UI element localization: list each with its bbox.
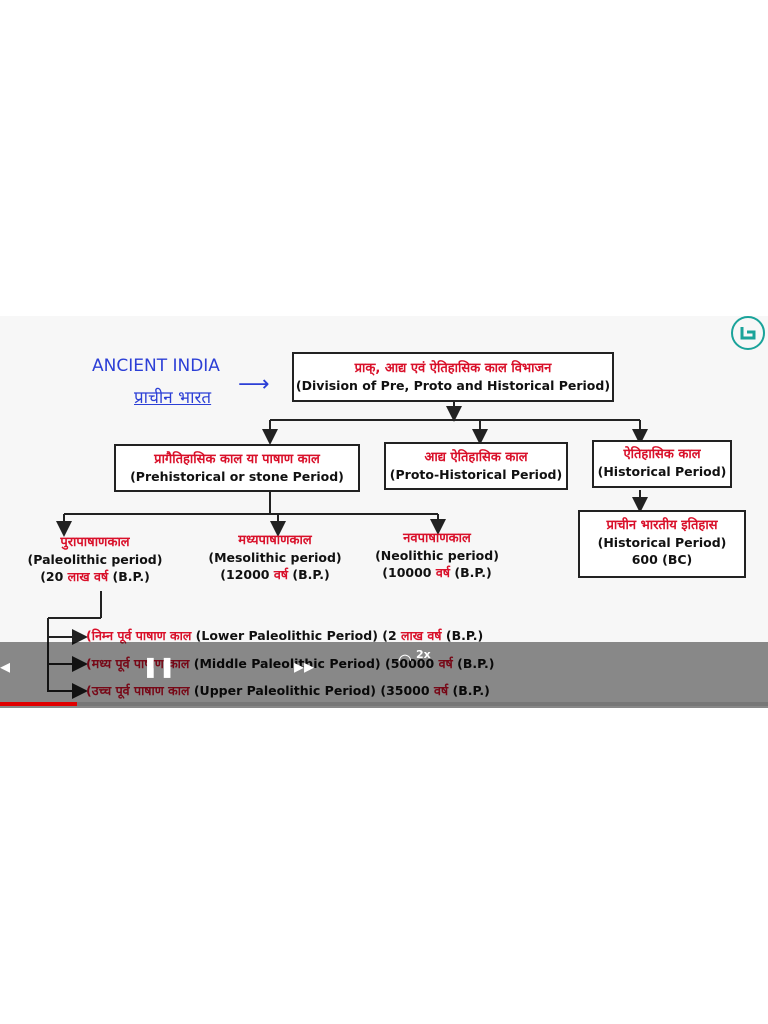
neolithic-english: (Neolithic period)	[375, 548, 499, 563]
mesolithic-date: (12000 वर्ष (B.P.)	[220, 567, 330, 582]
paleolithic-date: (20 लाख वर्ष (B.P.)	[40, 569, 150, 584]
handwritten-title-hindi: प्राचीन भारत	[134, 388, 212, 408]
paleolithic-english: (Paleolithic period)	[27, 552, 163, 567]
historical-english: (Historical Period)	[597, 464, 727, 479]
previous-icon[interactable]: ◂	[0, 654, 11, 678]
speed-gauge-icon[interactable]: ◠	[398, 650, 412, 669]
neolithic-hindi: नवपाषाणकाल	[403, 531, 471, 546]
pause-icon[interactable]: ❚❚	[142, 654, 176, 678]
ancient-history-english: (Historical Period)	[597, 535, 727, 550]
protohistoric-english: (Proto-Historical Period)	[389, 467, 563, 482]
historical-box: ऐतिहासिक काल (Historical Period)	[592, 440, 732, 488]
root-title-hindi: प्राक्, आद्य एवं ऐतिहासिक काल विभाजन	[354, 361, 552, 376]
protohistoric-box: आद्य ऐतिहासिक काल (Proto-Historical Peri…	[384, 442, 568, 490]
prehistoric-box: प्रागैतिहासिक काल या पाषाण काल (Prehisto…	[114, 444, 360, 492]
prehistoric-hindi: प्रागैतिहासिक काल या पाषाण काल	[154, 452, 320, 467]
middle-paleolithic-row: (मध्य पूर्व पाषाण काल (Middle Paleolithi…	[86, 656, 495, 671]
neolithic-node: नवपाषाणकाल (Neolithic period) (10000 वर्…	[362, 530, 512, 581]
prehistoric-english: (Prehistorical or stone Period)	[130, 469, 344, 484]
historical-hindi: ऐतिहासिक काल	[623, 447, 701, 462]
handwritten-title-english: ANCIENT INDIA	[92, 356, 220, 376]
progress-fill	[0, 702, 77, 706]
mesolithic-hindi: मध्यपाषाणकाल	[238, 533, 312, 548]
root-title-english: (Division of Pre, Proto and Historical P…	[295, 378, 611, 393]
lower-paleolithic-row: (निम्न पूर्व पाषाण काल (Lower Paleolithi…	[86, 628, 484, 643]
speed-label[interactable]: 2x	[416, 648, 431, 661]
ancient-history-box: प्राचीन भारतीय इतिहास (Historical Period…	[578, 510, 746, 578]
neolithic-date: (10000 वर्ष (B.P.)	[382, 565, 492, 580]
mesolithic-english: (Mesolithic period)	[208, 550, 342, 565]
root-box: प्राक्, आद्य एवं ऐतिहासिक काल विभाजन (Di…	[292, 352, 614, 402]
ancient-history-date: 600 (BC)	[631, 552, 693, 567]
progress-bar[interactable]	[0, 702, 768, 706]
ancient-history-hindi: प्राचीन भारतीय इतिहास	[606, 518, 718, 533]
protohistoric-hindi: आद्य ऐतिहासिक काल	[424, 450, 528, 465]
paleolithic-hindi: पुरापाषाणकाल	[60, 535, 130, 550]
handwritten-arrow-icon: ⟶	[238, 372, 270, 397]
skip-forward-icon[interactable]: ▸▸	[294, 654, 315, 678]
mesolithic-node: मध्यपाषाणकाल (Mesolithic period) (12000 …	[200, 532, 350, 583]
player-controls: ◂ ❚❚ ▸▸ ◠ 2x	[0, 642, 768, 708]
paleolithic-node: पुरापाषाणकाल (Paleolithic period) (20 ला…	[20, 534, 170, 585]
upper-paleolithic-row: (उच्च पूर्व पाषाण काल (Upper Paleolithic…	[86, 683, 490, 698]
channel-logo-icon	[731, 316, 765, 350]
